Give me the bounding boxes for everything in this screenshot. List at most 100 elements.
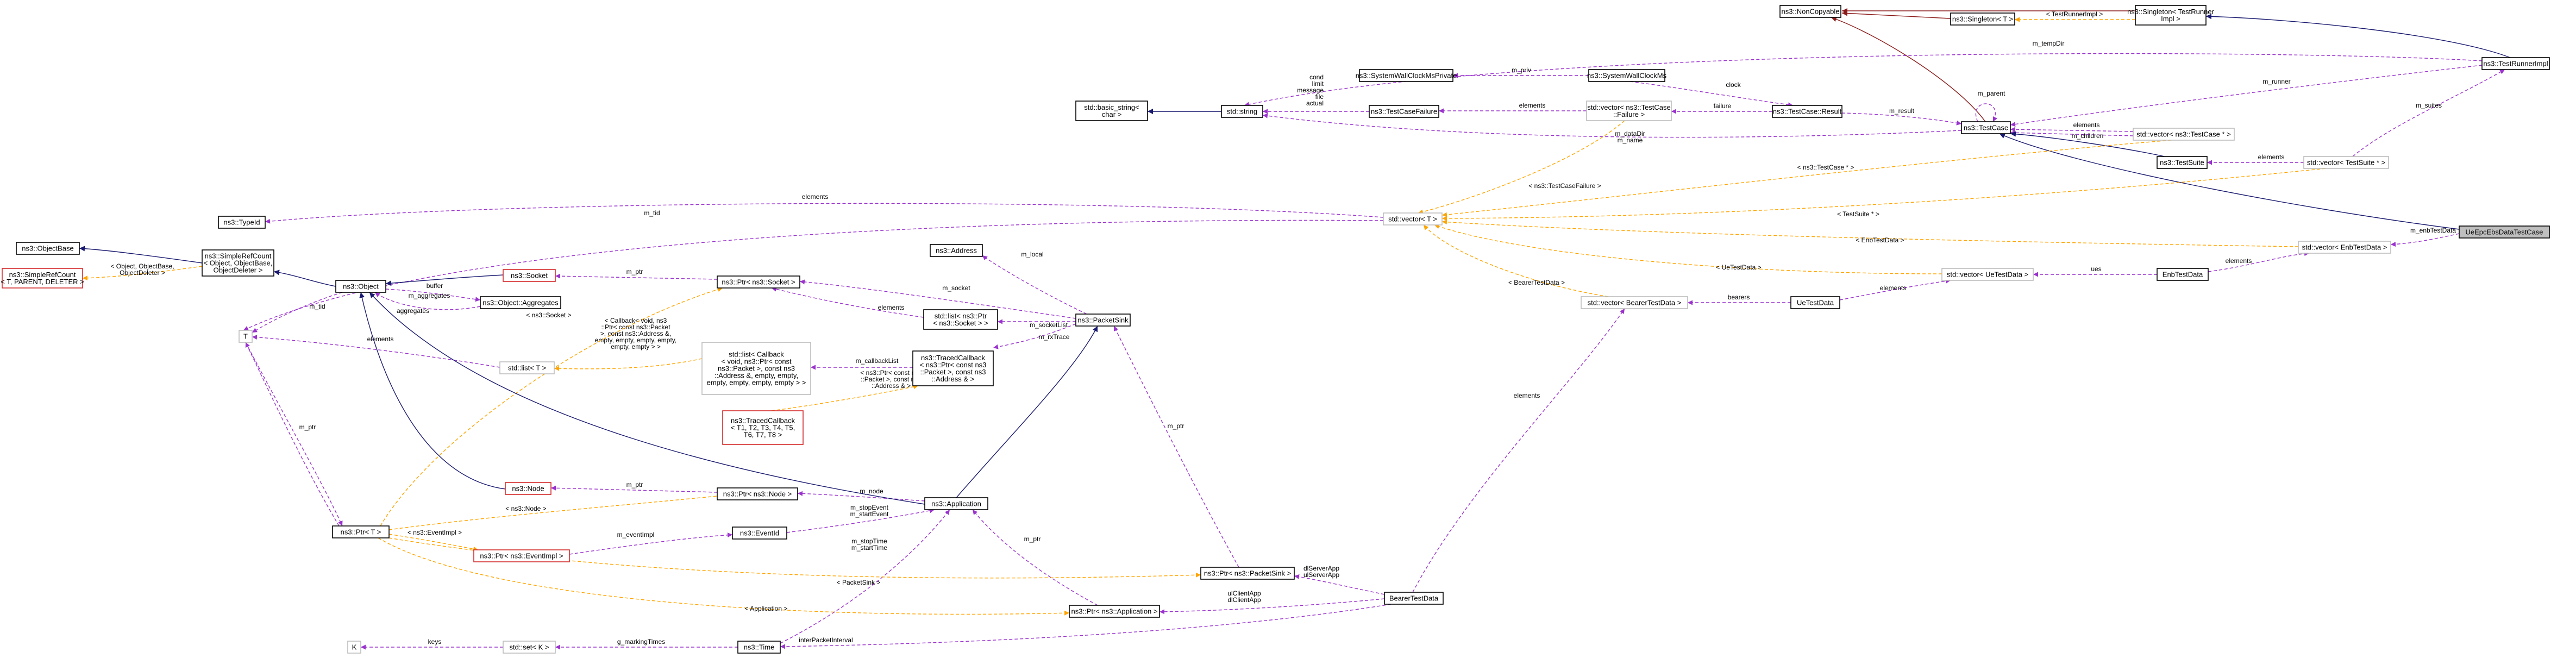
edge-label: elements <box>2226 257 2252 265</box>
class-node-k-param[interactable]: K <box>347 641 361 654</box>
edge-label: ::Ptr< const ns3::Packet <box>601 323 670 331</box>
edge-label: cond <box>1309 73 1324 81</box>
class-node-label: BearerTestData <box>1389 594 1439 603</box>
edge-line <box>374 292 481 310</box>
edge-vbear-ue: bearers <box>1688 293 1791 305</box>
class-node-list-ptr-socket[interactable]: std::list< ns3::Ptr< ns3::Socket > > <box>923 309 998 330</box>
class-node-label: empty, empty, empty, empty > > <box>707 379 806 387</box>
class-node-aggregates[interactable]: ns3::Object::Aggregates <box>480 296 561 309</box>
class-node-vec-ue[interactable]: std::vector< UeTestData > <box>1941 268 2034 281</box>
class-node-box <box>930 244 983 257</box>
class-node-eventid[interactable]: ns3::EventId <box>732 527 787 540</box>
class-node-singleton-runner[interactable]: ns3::Singleton< TestRunnerImpl > <box>2127 5 2215 26</box>
class-node-ptr-node[interactable]: ns3::Ptr< ns3::Node > <box>717 487 798 500</box>
class-node-ptr-application[interactable]: ns3::Ptr< ns3::Application > <box>1069 605 1160 618</box>
edge-label: < ns3::TestCaseFailure > <box>1528 182 1601 190</box>
edge-line <box>1418 120 1625 215</box>
class-node-testcasefailure[interactable]: ns3::TestCaseFailure <box>1369 105 1439 118</box>
class-node-tracedcallback[interactable]: ns3::TracedCallback< ns3::Ptr< const ns3… <box>912 350 994 386</box>
class-node-vec-enb[interactable]: std::vector< EnbTestData > <box>2298 241 2391 254</box>
class-node-list-t[interactable]: std::list< T > <box>499 361 555 374</box>
class-node-simplerefcount-t[interactable]: ns3::SimpleRefCount< T, PARENT, DELETER … <box>1 268 84 289</box>
class-node-box <box>1790 296 1840 309</box>
class-node-testcase-result[interactable]: ns3::TestCase::Result <box>1772 105 1842 118</box>
class-node-address[interactable]: ns3::Address <box>930 244 983 257</box>
class-node-set-k[interactable]: std::set< K > <box>503 641 556 654</box>
class-node-objectbase[interactable]: ns3::ObjectBase <box>16 242 80 255</box>
class-node-basic-string[interactable]: std::basic_string<char > <box>1075 101 1148 121</box>
edge-label: < UeTestData > <box>1716 264 1761 271</box>
class-node-testcase[interactable]: ns3::TestCase <box>1961 121 2011 134</box>
edge-t-ptrt: m_ptr <box>245 342 343 527</box>
class-node-label: ns3::Ptr< T > <box>341 528 381 536</box>
class-node-vec-failure[interactable]: std::vector< ns3::TestCase::Failure > <box>1586 101 1672 121</box>
edge-label: m_name <box>1618 136 1643 144</box>
class-node-time[interactable]: ns3::Time <box>737 641 781 654</box>
class-node-label: ns3::PacketSink <box>1077 316 1129 324</box>
class-node-ptr-t[interactable]: ns3::Ptr< T > <box>332 525 390 538</box>
class-node-testrunnerimpl[interactable]: ns3::TestRunnerImpl <box>2481 57 2550 70</box>
class-node-focus[interactable]: UeEpcEbsDataTestCase <box>2459 225 2550 239</box>
class-node-label: ns3::Application <box>931 500 981 508</box>
class-node-label: ns3::NonCopyable <box>1782 8 1840 16</box>
class-node-node[interactable]: ns3::Node <box>505 482 551 495</box>
edge-label: m_children <box>2072 132 2104 140</box>
edge-line <box>79 246 203 264</box>
class-node-socket[interactable]: ns3::Socket <box>503 269 556 282</box>
nodes-layer: ns3::NonCopyable ns3::Singleton< TestRunn… <box>1 5 2550 654</box>
class-node-t-param[interactable]: T <box>239 330 253 343</box>
class-node-vec-bearer[interactable]: std::vector< BearerTestData > <box>1581 296 1688 309</box>
class-node-enbtestdata[interactable]: EnbTestData <box>2157 268 2209 281</box>
edge-lps-sink: m_socketList <box>998 319 1076 329</box>
class-node-bearertestdata[interactable]: BearerTestData <box>1384 592 1444 605</box>
edge-venb-focus: m_enbTestData <box>2390 227 2460 247</box>
class-node-packetsink[interactable]: ns3::PacketSink <box>1075 314 1131 327</box>
class-node-singleton-t[interactable]: ns3::Singleton< T > <box>1950 12 2015 26</box>
class-node-vec-testsuite[interactable]: std::vector< TestSuite * > <box>2303 156 2389 169</box>
edge-label: m_socketList <box>1030 321 1068 329</box>
edge-line <box>1294 574 1385 595</box>
class-node-simplerefcount[interactable]: ns3::SimpleRefCount< Object, ObjectBase,… <box>202 249 274 277</box>
edge-label: m_tid <box>644 209 660 217</box>
edge-line <box>797 491 925 502</box>
class-node-ptr-packetsink[interactable]: ns3::Ptr< ns3::PacketSink > <box>1200 567 1295 580</box>
class-node-wallclock[interactable]: ns3::SystemWallClockMs <box>1587 69 1667 82</box>
edge-wcp-wc: m_priv <box>1453 66 1589 78</box>
edge-vt-vtc: < ns3::TestCase * > <box>1441 140 2172 217</box>
edge-label: elements <box>1880 284 1907 292</box>
class-node-box <box>1588 69 1665 82</box>
class-node-wallclock-private[interactable]: ns3::SystemWallClockMsPrivate <box>1356 69 1457 82</box>
class-node-label: std::vector< ns3::TestCase <box>1587 103 1671 111</box>
class-node-box <box>701 342 811 395</box>
edge-label: failure <box>1714 102 1732 110</box>
class-node-box <box>2157 156 2208 169</box>
edge-obj-t: m_tid <box>252 292 343 333</box>
class-node-box <box>2459 225 2550 239</box>
edge-label: m_callbackList <box>856 357 899 365</box>
class-node-label: std::list< T > <box>508 364 546 372</box>
class-node-tracedcallback-t[interactable]: ns3::TracedCallback< T1, T2, T3, T4, T5,… <box>722 410 804 445</box>
edge-st-sr: < TestRunnerImpl > <box>2015 10 2135 22</box>
class-node-vector-t[interactable]: std::vector< T > <box>1383 212 1443 225</box>
edge-label: keys <box>428 638 442 646</box>
class-node-label: ns3::Node <box>512 485 544 493</box>
class-node-application[interactable]: ns3::Application <box>924 497 988 510</box>
class-node-typeid[interactable]: ns3::TypeId <box>218 216 266 229</box>
edge-t-lt: elements <box>252 335 500 368</box>
class-node-std-string[interactable]: std::string <box>1221 105 1263 118</box>
class-node-vec-testcase[interactable]: std::vector< ns3::TestCase * > <box>2133 128 2235 141</box>
class-node-ptr-socket[interactable]: ns3::Ptr< ns3::Socket > <box>717 275 800 289</box>
class-node-label: std::basic_string< <box>1084 103 1139 111</box>
class-node-testsuite[interactable]: ns3::TestSuite <box>2157 156 2208 169</box>
class-node-ptr-eventimpl[interactable]: ns3::Ptr< ns3::EventImpl > <box>473 549 570 562</box>
class-node-list-callback[interactable]: std::list< Callback< void, ns3::Ptr< con… <box>701 342 811 395</box>
class-node-box <box>1075 101 1148 121</box>
class-node-uetestdata[interactable]: UeTestData <box>1790 296 1840 309</box>
edge-node-ptrnode: m_ptr <box>550 481 718 493</box>
class-node-noncopyable[interactable]: ns3::NonCopyable <box>1779 5 1841 18</box>
class-node-box <box>1200 567 1295 580</box>
class-node-object[interactable]: ns3::Object <box>335 280 386 293</box>
edge-line <box>245 342 340 527</box>
edge-label: dlServerApp <box>1303 565 1339 572</box>
